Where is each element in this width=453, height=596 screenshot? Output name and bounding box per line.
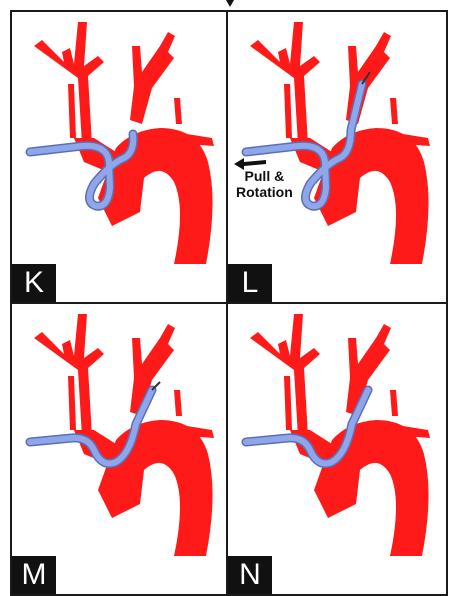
panel-label: K: [12, 264, 56, 302]
panel-n: N: [226, 302, 448, 596]
pull-rotation-annotation: Pull & Rotation: [236, 168, 293, 200]
vessel-diagram: [12, 304, 226, 594]
annotation-line-2: Rotation: [236, 184, 293, 200]
panel-label: L: [228, 264, 272, 302]
panel-label: M: [12, 556, 56, 594]
panel-m: M: [10, 302, 228, 596]
panel-label: N: [228, 556, 272, 594]
panel-l: Pull & Rotation L: [226, 10, 448, 304]
panel-k: K: [10, 10, 228, 304]
annotation-line-1: Pull &: [236, 168, 293, 184]
vessel-diagram: [12, 12, 226, 302]
vessel-diagram: [228, 12, 446, 302]
vessel-diagram: [228, 304, 446, 594]
